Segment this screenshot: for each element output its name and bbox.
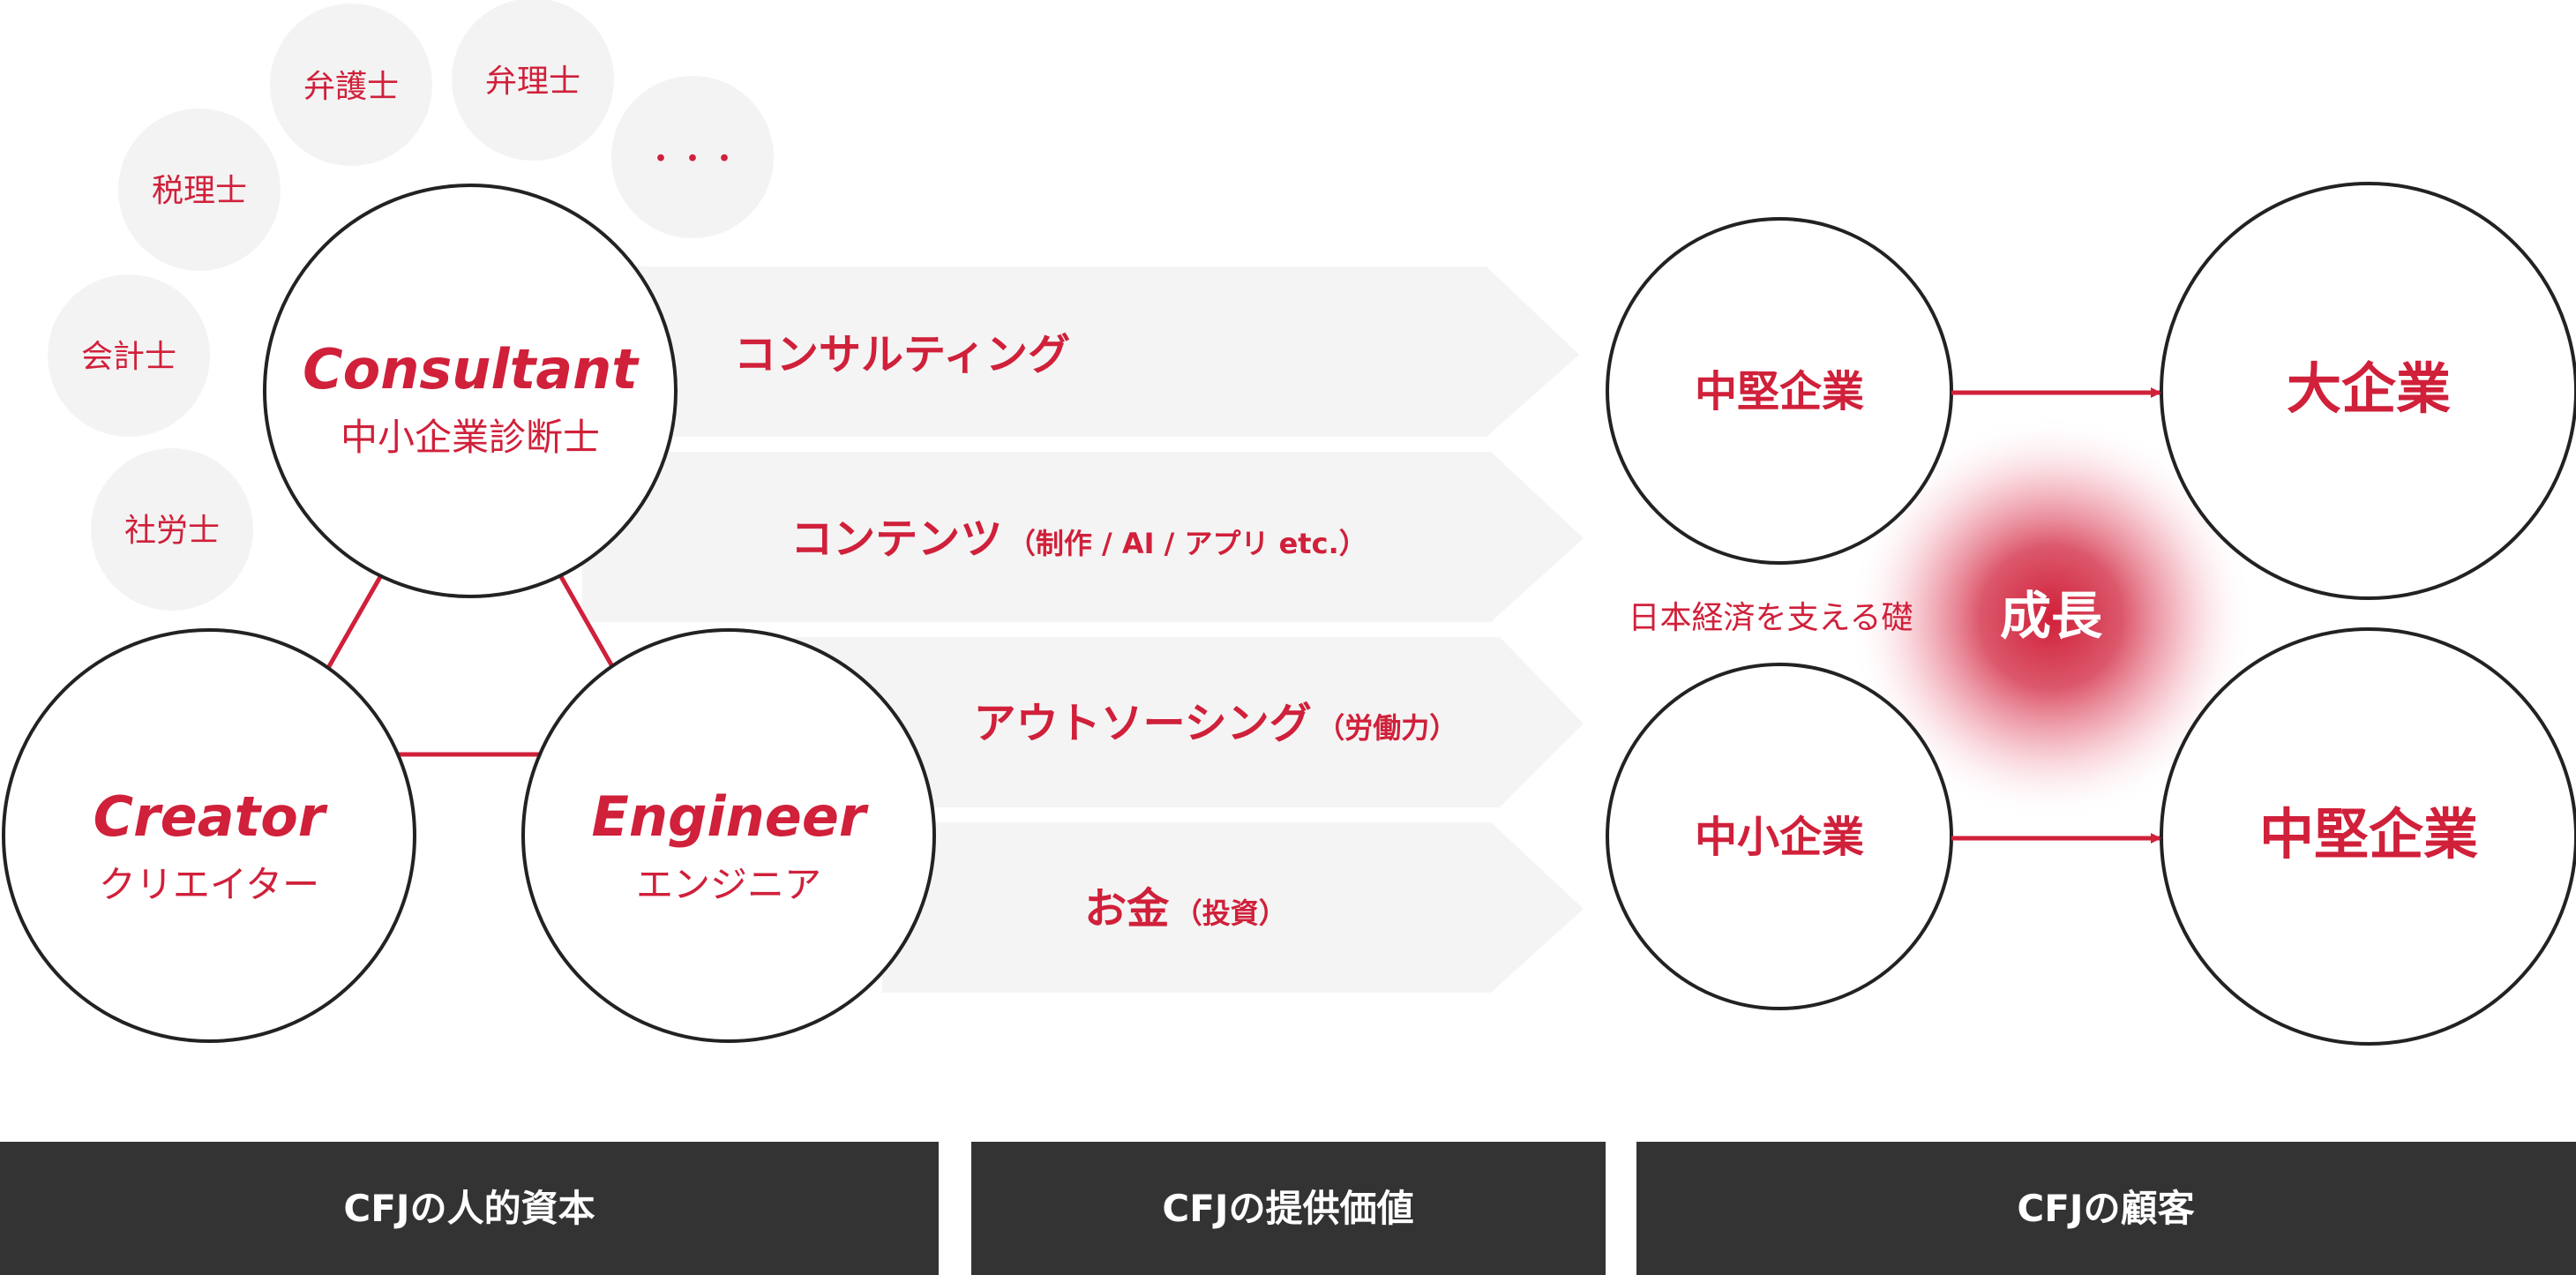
- value-label-content: コンテンツ （制作 / AI / アプリ etc.）: [790, 514, 1367, 564]
- role-creator: Creator クリエイター: [2, 628, 416, 1043]
- connector-consultant-engineer: [558, 574, 616, 670]
- value-main-outsourcing: アウトソーシング: [974, 699, 1312, 748]
- footer-bar-value: [971, 1142, 1606, 1275]
- footer-label-value: CFJの提供価値: [1162, 1187, 1413, 1230]
- value-label-outsourcing: アウトソーシング （労働力）: [974, 699, 1458, 748]
- role-title-consultant: Consultant: [303, 337, 640, 401]
- role-subtitle-consultant: 中小企業診断士: [341, 416, 600, 459]
- specialist-bubble-patent: [452, 0, 614, 161]
- role-circle-creator: [2, 628, 416, 1043]
- value-label-money: お金 （投資）: [1084, 884, 1287, 934]
- role-consultant: Consultant 中小企業診断士: [263, 184, 678, 598]
- connector-consultant-creator: [326, 574, 384, 670]
- role-circle-consultant: [263, 184, 678, 598]
- specialist-bubble-accountant: [48, 274, 210, 437]
- value-main-consulting: コンサルティング: [734, 330, 1070, 379]
- customer-circle-to-bottom: [2160, 627, 2576, 1046]
- footer-bar-customers: [1636, 1142, 2576, 1275]
- value-arrows: [582, 266, 1584, 993]
- specialist-bubble-lawyer: [270, 4, 432, 166]
- footer-label-human-capital: CFJの人的資本: [343, 1187, 595, 1230]
- specialist-bubble-more: [611, 76, 774, 238]
- value-main-money: お金: [1084, 884, 1170, 934]
- growth-glow: [1848, 415, 2254, 821]
- value-main-content: コンテンツ: [790, 514, 1002, 564]
- value-note-content: （制作 / AI / アプリ etc.）: [1007, 527, 1367, 560]
- specialist-label-tax: 税理士: [152, 173, 247, 209]
- growth-label: 成長: [2000, 586, 2103, 646]
- value-arrow-money: [882, 822, 1584, 993]
- specialist-label-labor: 社労士: [124, 513, 220, 549]
- customer-label-to-top: 大企業: [2287, 356, 2451, 421]
- foundation-label: 日本経済を支える礎: [1629, 600, 1913, 636]
- value-labels: コンサルティング コンテンツ （制作 / AI / アプリ etc.） アウトソ…: [734, 330, 1457, 934]
- footer-bars: CFJの人的資本 CFJの提供価値 CFJの顧客: [0, 1142, 2576, 1275]
- specialist-bubble-labor: [91, 448, 253, 611]
- customer-label-to-bottom: 中堅企業: [2259, 802, 2478, 866]
- value-label-consulting: コンサルティング: [734, 330, 1070, 379]
- value-arrow-consulting: [635, 266, 1579, 437]
- specialist-bubble-tax: [118, 109, 281, 271]
- specialist-label-lawyer: 弁護士: [303, 69, 399, 105]
- value-arrow-content: [582, 452, 1584, 622]
- role-title-creator: Creator: [94, 784, 328, 849]
- team-connectors: [326, 574, 616, 757]
- value-arrow-outsourcing: [794, 637, 1584, 807]
- customer-circle-to-top: [2160, 182, 2576, 600]
- customer-label-from-top: 中堅企業: [1695, 367, 1864, 416]
- role-circle-engineer: [521, 628, 936, 1043]
- value-note-money: （投資）: [1174, 896, 1287, 930]
- footer-label-customers: CFJの顧客: [2017, 1187, 2194, 1230]
- role-title-engineer: Engineer: [592, 784, 869, 849]
- value-note-outsourcing: （労働力）: [1316, 711, 1457, 745]
- role-engineer: Engineer エンジニア: [521, 628, 936, 1043]
- footer-bar-human-capital: [0, 1142, 939, 1275]
- specialist-label-patent: 弁理士: [485, 64, 580, 100]
- specialist-label-more: ・・・: [645, 141, 740, 177]
- specialist-label-accountant: 会計士: [81, 339, 176, 375]
- role-subtitle-engineer: エンジニア: [636, 863, 821, 906]
- role-subtitle-creator: クリエイター: [99, 863, 319, 906]
- specialist-bubbles: 弁護士 弁理士 税理士 ・・・ 会計士 社労士: [48, 0, 774, 611]
- customer-section: 中堅企業 大企業 中小企業 中堅企業 日本経済を支える礎 成長: [1606, 182, 2576, 1046]
- customer-label-from-bottom: 中小企業: [1695, 813, 1864, 862]
